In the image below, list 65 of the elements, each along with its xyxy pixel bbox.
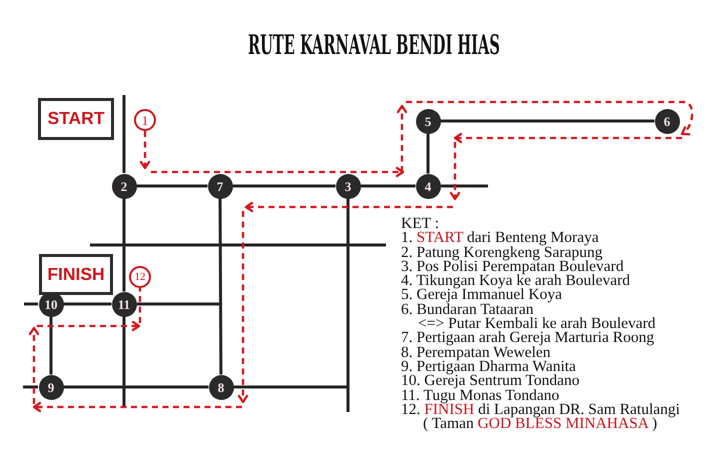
diagram-title: RUTE KARNAVAL BENDI HIAS: [248, 32, 500, 59]
key-entry: 9. Pertigaan Dharma Wanita: [401, 360, 576, 374]
stop-marker: [208, 174, 232, 198]
street-line: [64, 386, 208, 388]
sign-label: FINISH: [47, 266, 105, 284]
point-number: 12: [134, 272, 146, 282]
stop-number: 9: [48, 380, 54, 394]
stop-marker: [416, 108, 440, 134]
sign-label: START: [47, 110, 105, 128]
key-entry: 5. Gereja Immanuel Koya: [401, 288, 562, 303]
stop-number: 2: [120, 180, 128, 192]
route-arrow: [28, 326, 40, 404]
street-line: [64, 302, 112, 306]
stop-number: 4: [424, 180, 432, 192]
street-line: [122, 316, 126, 408]
key-entry: 12. FINISH di Lapangan DR. Sam Ratulangi: [401, 402, 680, 418]
street-line: [232, 184, 336, 188]
key-entry: <=> Putar Kembali ke arah Boulevard: [418, 317, 656, 332]
key-entry: 7. Pertigaan arah Gereja Marturia Roong: [401, 331, 654, 346]
key-entry: 10. Gereja Sentrum Tondano: [401, 374, 580, 389]
route-arrow: [140, 131, 150, 170]
key-entry: 6. Bundaran Tataaran: [401, 302, 534, 318]
stop-number: 3: [344, 180, 352, 192]
route-arrow: [244, 202, 453, 212]
key-entry: 1. START dari Benteng Moraya: [401, 231, 599, 246]
stop-number: 7: [216, 180, 224, 192]
key-entry: 4. Tikungan Koya ke arah Boulevard: [401, 274, 630, 288]
route-arrow: [32, 402, 242, 412]
route-arrow: [238, 211, 248, 404]
street-line: [426, 134, 430, 174]
key-entry: 11. Tugu Monas Tondano: [401, 388, 560, 403]
stop-number: 8: [218, 380, 224, 394]
street-line: [234, 198, 350, 388]
key-entry: 2. Patung Korengkeng Sarapung: [401, 246, 602, 260]
key-entry: 8. Perempatan Wewelen: [401, 346, 551, 360]
stop-marker: [654, 108, 680, 134]
route-arrow: [151, 166, 404, 178]
stop-number: 10: [44, 298, 58, 310]
stop-marker: [208, 374, 234, 400]
street-line: [218, 198, 222, 374]
route-arrow: [406, 100, 694, 136]
street-line: [136, 184, 208, 188]
street-line: [122, 198, 126, 292]
street-line: [440, 120, 654, 122]
route-sign: [38, 98, 114, 140]
key-entry: ( Taman GOD BLESS MINAHASA ): [423, 417, 658, 432]
point-number: 1: [142, 114, 148, 126]
key-heading: KET :: [401, 217, 440, 232]
stop-number: 6: [664, 114, 670, 128]
stop-marker: [112, 292, 136, 316]
stop-marker: [416, 174, 440, 198]
key-entry: 3. Pos Polisi Perempatan Boulevard: [401, 260, 624, 274]
route-sign: [39, 254, 113, 295]
point-marker: [129, 266, 151, 288]
street-line: [360, 184, 416, 188]
stop-number: 5: [424, 114, 432, 128]
stop-marker: [336, 174, 360, 198]
stop-marker: [38, 374, 64, 400]
stop-number: 11: [118, 298, 130, 310]
point-marker: [134, 109, 156, 131]
stop-marker: [112, 174, 136, 198]
street-line: [50, 316, 52, 374]
route-arrow: [450, 132, 682, 200]
route-arrow: [37, 320, 140, 332]
route-arrow: [396, 104, 408, 172]
